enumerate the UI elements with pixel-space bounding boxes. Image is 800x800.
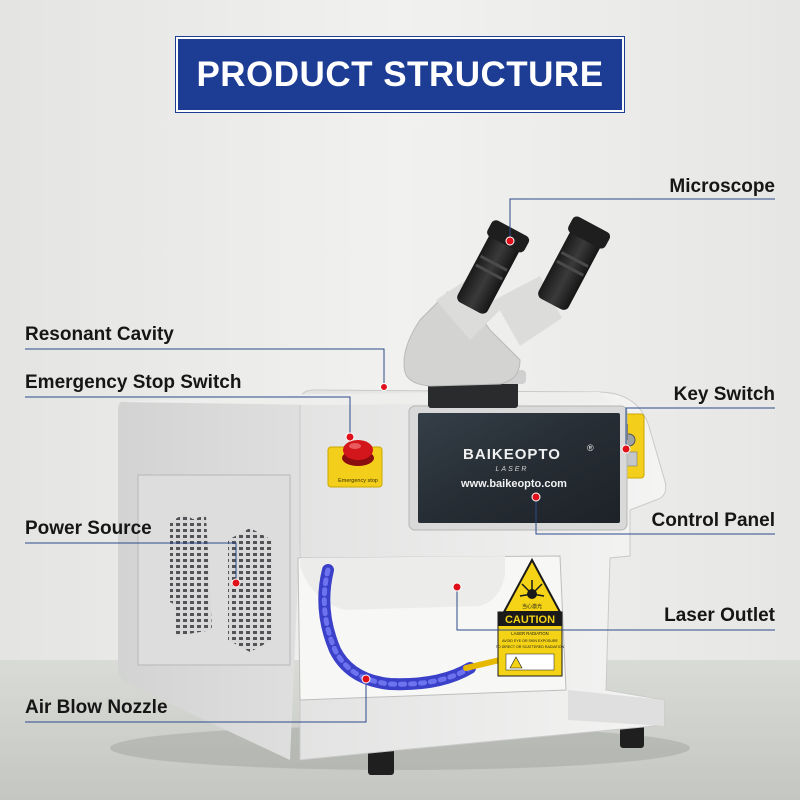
label-laser-outlet: Laser Outlet: [664, 605, 775, 626]
label-key-switch: Key Switch: [673, 384, 775, 405]
resonant-cavity-leader: [25, 348, 385, 386]
microscope: [403, 216, 611, 408]
emergency-stop-switch[interactable]: Emergency stop: [327, 440, 383, 488]
power-source-marker: [231, 578, 241, 588]
caution-label: CAUTION LASER RADIATION AVOID EYE OR SKI…: [496, 611, 565, 677]
callout-markers: [231, 236, 631, 684]
label-control-panel: Control Panel: [651, 510, 775, 531]
laser-outlet-marker: [452, 582, 462, 592]
control-panel-leader: [535, 498, 775, 535]
screen-brand: BAIKEOPTO: [463, 446, 561, 463]
screen-url: www.baikeopto.com: [460, 478, 567, 490]
laser-outlet-leader: [456, 588, 775, 631]
title-banner: PRODUCT STRUCTURE: [175, 36, 625, 113]
callout-lines: [25, 198, 775, 723]
screen-sub: LASER: [496, 466, 529, 473]
side-vent: [170, 514, 212, 636]
svg-text:®: ®: [587, 443, 594, 453]
svg-text:CAUTION: CAUTION: [505, 614, 555, 626]
side-vent: [228, 528, 272, 652]
power-source-leader: [25, 542, 237, 582]
air-blow-nozzle-leader: [25, 680, 367, 723]
emergency-stop-leader: [25, 396, 351, 436]
key-switch-leader: [625, 407, 775, 448]
label-microscope: Microscope: [669, 176, 775, 197]
microscope-marker: [505, 236, 515, 246]
touch-screen[interactable]: [418, 413, 620, 523]
svg-text:TO DIRECT OR SCATTERED RADIATI: TO DIRECT OR SCATTERED RADIATION: [496, 645, 565, 649]
microscope-leader: [509, 198, 775, 240]
control-panel-marker: [531, 492, 541, 502]
svg-text:当心激光: 当心激光: [522, 603, 542, 610]
svg-text:LASER RADIATION: LASER RADIATION: [511, 631, 548, 636]
label-air-blow-nozzle: Air Blow Nozzle: [25, 697, 168, 718]
air-blow-nozzle-hose: [318, 564, 503, 691]
key-switch-marker: [621, 444, 631, 454]
resonant-cavity-marker: [380, 383, 388, 391]
page-title: PRODUCT STRUCTURE: [196, 54, 604, 94]
svg-text:Emergency stop: Emergency stop: [338, 478, 378, 484]
control-panel[interactable]: BAIKEOPTO ® LASER www.baikeopto.com: [408, 405, 628, 531]
label-resonant-cavity: Resonant Cavity: [25, 324, 174, 345]
air-blow-nozzle-marker: [361, 674, 371, 684]
label-power-source: Power Source: [25, 518, 152, 539]
label-emergency-stop-switch: Emergency Stop Switch: [25, 372, 242, 393]
svg-text:AVOID EYE OR SKIN EXPOSURE: AVOID EYE OR SKIN EXPOSURE: [502, 639, 558, 643]
emergency-stop-marker: [345, 432, 355, 442]
